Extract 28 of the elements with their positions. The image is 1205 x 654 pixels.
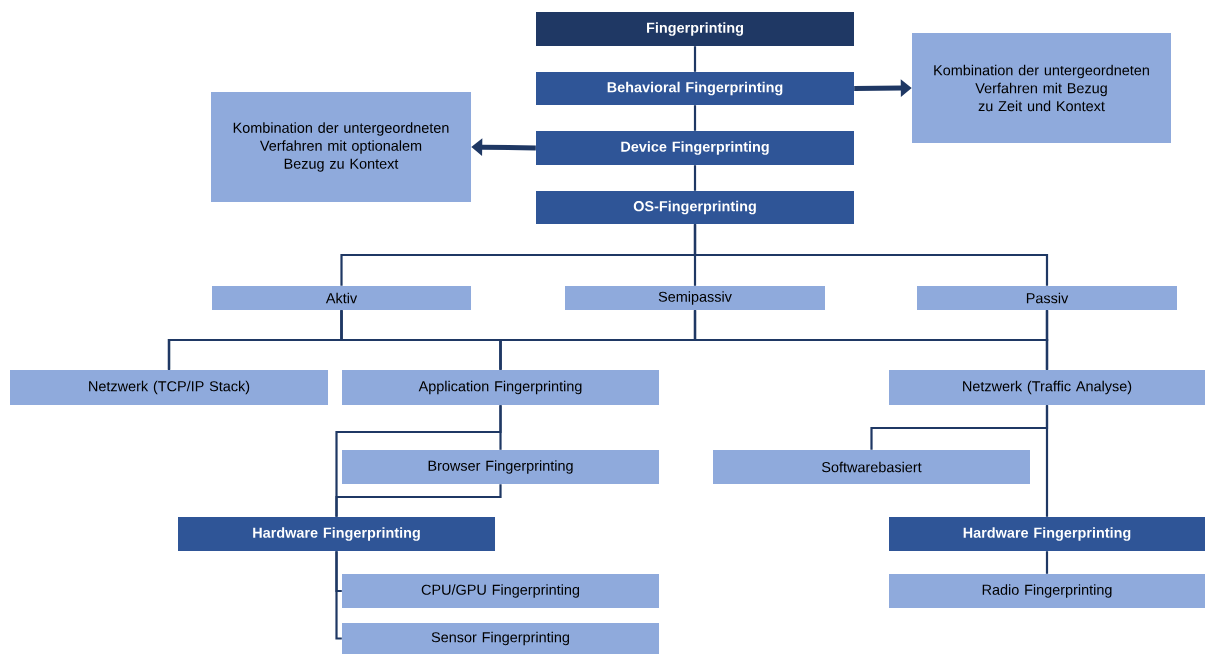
category-box: Softwarebasiert (713, 450, 1030, 484)
category-box: Sensor Fingerprinting (342, 623, 659, 654)
connector-line (335, 551, 342, 640)
category-box: Hardware Fingerprinting (889, 517, 1205, 551)
connector-line (1045, 310, 1049, 370)
category-box: Device Fingerprinting (536, 131, 854, 165)
category-box: Netzwerk (Traffic Analyse) (889, 370, 1205, 405)
connector-line (335, 484, 502, 517)
connector-line (693, 224, 1049, 286)
category-box: Aktiv (212, 286, 471, 310)
category-box: Hardware Fingerprinting (178, 517, 495, 551)
connector-line (693, 46, 697, 72)
connector-line (1045, 551, 1049, 574)
category-box: OS-Fingerprinting (536, 191, 854, 224)
title-box: Fingerprinting (536, 12, 854, 46)
category-box: Application Fingerprinting (342, 370, 659, 405)
connector-line (1045, 405, 1049, 517)
note-box: Kombination der untergeordneten Verfahren mit optionalem Bezug zu Kontext (211, 92, 471, 202)
category-box: Netzwerk (TCP/IP Stack) (10, 370, 328, 405)
category-box: Semipassiv (565, 286, 825, 310)
category-box: CPU/GPU Fingerprinting (342, 574, 659, 608)
connector-line (693, 165, 697, 191)
category-box: Radio Fingerprinting (889, 574, 1205, 608)
category-box: Behavioral Fingerprinting (536, 72, 854, 105)
category-box: Passiv (917, 286, 1177, 310)
connector-line (693, 105, 697, 131)
category-box: Browser Fingerprinting (342, 450, 659, 484)
note-box: Kombination der untergeordneten Verfahren mit Bezug zu Zeit und Kontext (912, 33, 1171, 143)
